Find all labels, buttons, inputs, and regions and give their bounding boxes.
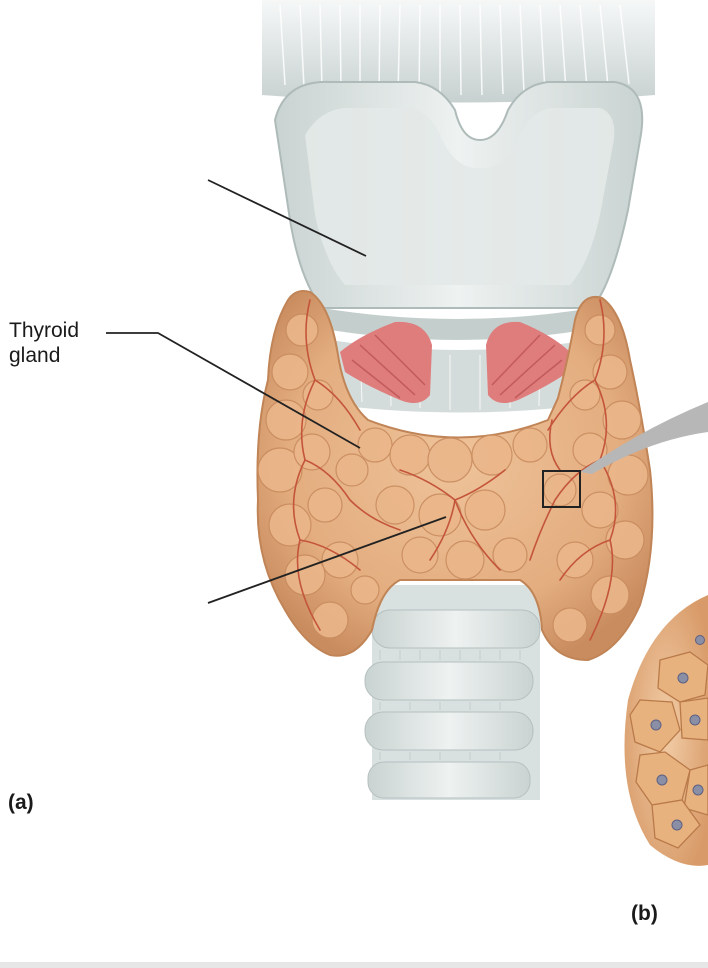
leader-line-isthmus (207, 516, 447, 604)
leader-line-cartilage (207, 179, 367, 257)
label-thyroid-line2: gland (9, 344, 61, 367)
label-thyroid-line1: Thyroid (9, 319, 80, 342)
label-thyroid: Thyroid gland (9, 318, 79, 368)
leader-lines (106, 179, 447, 604)
leader-line-thyroid (106, 332, 361, 449)
follicle-cells-panel-b (624, 595, 708, 866)
panel-label-b: (b) (631, 902, 658, 925)
cricothyroid-muscles (340, 321, 570, 404)
panel-label-a: (a) (8, 791, 34, 814)
thyroid-gland (256, 290, 654, 662)
zoom-callout (542, 402, 708, 508)
square-outline-icon (542, 470, 581, 508)
hyoid-membrane (262, 0, 655, 103)
bottom-border (0, 962, 708, 968)
